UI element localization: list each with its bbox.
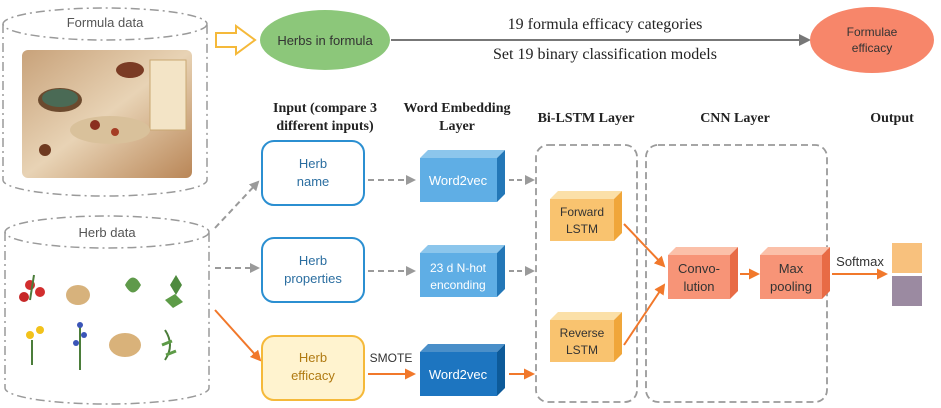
herb-illustrations [19,274,183,370]
forward-lstm-label-1: Forward [560,205,604,219]
herbs-in-formula-label: Herbs in formula [277,33,373,48]
input-header-1: Input (compare 3 [273,101,377,116]
herb-data-to-name-arrow [214,180,260,229]
herb-data-label: Herb data [78,225,136,240]
word2vec-2-label: Word2vec [429,367,488,382]
herbs-in-formula-node: Herbs in formula [260,10,390,70]
smote-label: SMOTE [370,351,413,365]
softmax-label: Softmax [836,254,884,269]
output-header: Output [870,111,914,126]
formulae-efficacy-node: Formulae efficacy [810,7,934,73]
embedding-header-1: Word Embedding [404,101,511,116]
max-pooling-cube: Max pooling [760,247,830,299]
embedding-header-2: Layer [439,119,475,134]
output-class-positive [892,243,922,273]
convolution-label-1: Convo- [678,261,720,276]
bilstm-header: Bi-LSTM Layer [538,111,635,126]
formula-data-label: Formula data [67,15,144,30]
max-pooling-label-1: Max [779,261,804,276]
word2vec-1-label: Word2vec [429,173,488,188]
column-headers: Input (compare 3 different inputs) Word … [273,101,914,134]
word2vec-cube-2: Word2vec [420,344,505,396]
formulae-efficacy-label-2: efficacy [852,41,892,55]
hollow-yellow-arrow [215,24,257,56]
herb-data-database: Herb data [4,215,210,405]
herb-efficacy-label-2: efficacy [291,368,335,383]
herb-name-input: Herb name [261,140,365,206]
reverse-lstm-label-2: LSTM [566,343,598,357]
herb-properties-input: Herb properties [261,237,365,303]
formula-herbs-photo [22,50,192,178]
nhot-label-1: 23 d N-hot [430,261,487,275]
forward-to-conv-arrow [623,223,666,268]
formula-data-database: Formula data [2,7,208,197]
max-pooling-label-2: pooling [770,279,812,294]
herb-name-label-2: name [297,174,330,189]
reverse-lstm-cube: Reverse LSTM [550,312,622,362]
formulae-efficacy-label-1: Formulae [847,25,898,39]
categories-text: 19 formula efficacy categories [508,16,703,33]
models-text: Set 19 binary classification models [493,46,717,63]
herb-properties-label-2: properties [284,271,342,286]
reverse-lstm-label-1: Reverse [560,326,605,340]
convolution-label-2: lution [683,279,714,294]
herb-efficacy-label-1: Herb [299,350,327,365]
herb-properties-label-1: Herb [299,253,327,268]
bilstm-container [535,144,638,403]
forward-lstm-label-2: LSTM [566,222,598,236]
forward-lstm-cube: Forward LSTM [550,191,622,241]
output-class-negative [892,276,922,306]
herb-efficacy-input: Herb efficacy [261,335,365,401]
word2vec-cube-1: Word2vec [420,150,505,202]
nhot-encoding-cube: 23 d N-hot enconding [420,245,505,297]
convolution-cube: Convo- lution [668,247,738,299]
herb-name-label-1: Herb [299,156,327,171]
input-header-2: different inputs) [276,119,374,134]
cnn-header: CNN Layer [700,111,770,126]
nhot-label-2: enconding [430,278,485,292]
reverse-to-conv-arrow [623,283,666,346]
herb-data-to-efficacy-arrow [214,309,262,362]
